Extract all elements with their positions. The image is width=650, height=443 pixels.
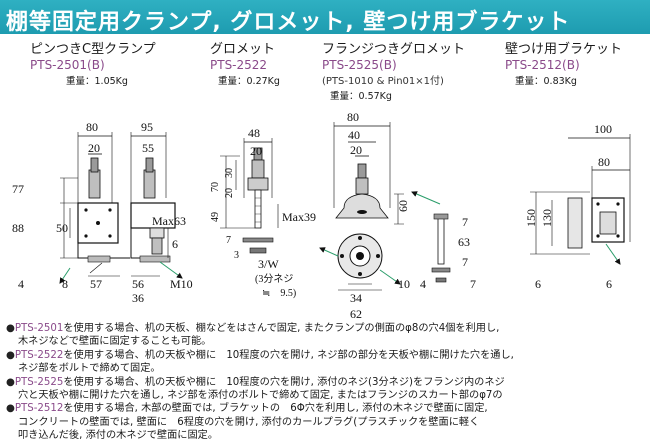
dim-label: 95: [141, 120, 153, 134]
note-code: PTS-2512: [14, 403, 64, 415]
product-name: グロメット: [210, 42, 276, 57]
dim-label: 10: [398, 277, 410, 291]
product-name: ピンつきC型クランプ: [30, 42, 156, 57]
product-header-clamp: ピンつきC型クランプ PTS-2501(B) 重量：1.05Kg: [30, 38, 156, 87]
product-weight: 重量：0.83Kg: [515, 76, 577, 87]
note-text: 叩き込んだ後, 添付の木ネジで壁面に固定。: [18, 430, 219, 442]
dim-label: 8: [62, 277, 68, 291]
note-line: 木ネジなどで壁面に固定することも可能。: [6, 335, 646, 348]
page-title: 棚等固定用クランプ, グロメット, 壁つけ用ブラケット: [6, 10, 571, 35]
dim-label: Max63: [152, 214, 186, 228]
dim-label: 63: [458, 235, 470, 249]
dim-label: 150: [524, 209, 538, 227]
dim-label: 20: [88, 141, 100, 155]
dim-label: 4: [18, 277, 24, 291]
dim-label: 6: [606, 277, 612, 291]
dim-label: 62: [350, 307, 362, 320]
note-text: 穴と天板や棚に開けた穴を通し, ネジ部を添付のボルトで締めて固定, またはフラン…: [18, 390, 503, 402]
product-code: PTS-2522: [210, 58, 268, 72]
dim-note: ≒ 9.5): [262, 288, 296, 299]
dim-label: 6: [172, 237, 178, 251]
dim-label: 80: [347, 110, 359, 124]
product-name: 壁つけ用ブラケット: [505, 42, 623, 57]
clamp-drawing: [59, 132, 183, 284]
note-line: 穴と天板や棚に開けた穴を通し, ネジ部を添付のボルトで締めて固定, またはフラン…: [6, 389, 646, 402]
product-weight: 重量：0.27Kg: [218, 76, 280, 87]
dim-label: 4: [420, 277, 426, 291]
dim-label: 50: [56, 221, 68, 235]
dim-label: 34: [350, 291, 362, 305]
dim-label: 55: [142, 141, 154, 155]
product-header-flange-grommet: フランジつきグロメット PTS-2525(B) (PTS-1010 & Pin0…: [322, 38, 465, 102]
dim-label: 3: [234, 250, 239, 261]
grommet-drawing: [220, 138, 279, 254]
dim-label: 80: [86, 120, 98, 134]
dim-label: 3/W: [258, 257, 279, 271]
flange-grommet-dimensions: 80 40 20 60 7 63 7 34 62 10 4 7: [347, 110, 476, 320]
note-text: 木ネジなどで壁面に固定することも可能。: [18, 336, 212, 348]
grommet-dimensions: 48 20 70 30 20 49 Max39 7 3 3/W (3分ネジ ≒ …: [210, 126, 316, 299]
dim-label: 36: [132, 291, 144, 305]
dim-label: 57: [90, 277, 102, 291]
dim-label: 80: [598, 155, 610, 169]
dim-label: 56: [132, 277, 144, 291]
dim-label: 7: [226, 235, 231, 246]
note-line: ●PTS-2501を使用する場合、机の天板、棚などをはさんで固定, またクランプ…: [6, 323, 500, 334]
note-text: を使用する場合, 木部の壁面では, ブラケットの 6Φ穴を利用し, 添付の木ネジ…: [63, 403, 488, 415]
note-code: PTS-2522: [14, 349, 64, 361]
product-weight: 重量：1.05Kg: [66, 76, 128, 87]
product-code: PTS-2501(B): [30, 58, 105, 72]
dim-label: M10: [170, 277, 193, 291]
dim-label: 20: [250, 144, 262, 158]
note-text: を使用する場合、机の天板や棚に 10程度の穴を開け, ネジ部の部分を天板や棚に開…: [63, 349, 514, 361]
dim-label: Max39: [282, 210, 316, 224]
product-header-bracket: 壁つけ用ブラケット PTS-2512(B) 重量：0.83Kg: [505, 38, 622, 87]
note-line: ネジ部をボルトで締めて固定。: [6, 362, 646, 375]
dim-label: 40: [348, 128, 360, 142]
dim-label: 7: [462, 215, 468, 229]
dim-label: 30: [224, 168, 235, 178]
clamp-dimensions: 80 20 95 55 77 88 50 Max63 6 4 8 57 56 3…: [12, 120, 193, 305]
note-code: PTS-2501: [14, 323, 64, 334]
dim-note: (3分ネジ: [255, 273, 293, 285]
note-line: 叩き込んだ後, 添付の木ネジで壁面に固定。: [6, 429, 646, 442]
dim-label: 130: [540, 209, 554, 227]
dim-label: 6: [535, 277, 541, 291]
flange-grommet-drawing: [319, 122, 451, 291]
bracket-drawing: [530, 134, 631, 265]
bracket-dimensions: 100 80 150 130 6 6: [524, 122, 612, 291]
dim-label: 20: [350, 143, 362, 157]
product-note: (PTS-1010 & Pin01×1付): [322, 76, 444, 87]
note-line: ●PTS-2512を使用する場合, 木部の壁面では, ブラケットの 6Φ穴を利用…: [6, 403, 488, 415]
note-line: ●PTS-2525を使用する場合、机の天板や棚に 10程度の穴を開け, 添付のネ…: [6, 376, 505, 388]
dim-label: 7: [470, 277, 476, 291]
dim-label: 48: [248, 126, 260, 140]
usage-notes: ●PTS-2501を使用する場合、机の天板、棚などをはさんで固定, またクランプ…: [6, 322, 646, 443]
product-header-grommet: グロメット PTS-2522 重量：0.27Kg: [210, 38, 280, 87]
note-text: を使用する場合、机の天板や棚に 10程度の穴を開け, 添付のネジ(3分ネジ)をフ…: [63, 376, 505, 388]
product-code: PTS-2512(B): [505, 58, 580, 72]
dim-label: 100: [594, 122, 612, 136]
dim-label: 20: [224, 188, 235, 198]
product-weight: 重量：0.57Kg: [330, 91, 392, 102]
dim-label: 77: [12, 182, 24, 196]
note-line: ●PTS-2522を使用する場合、机の天板や棚に 10程度の穴を開け, ネジ部の…: [6, 349, 514, 361]
dim-label: 88: [12, 221, 24, 235]
note-text: を使用する場合、机の天板、棚などをはさんで固定, またクランプの側面のφ8の穴4…: [63, 323, 500, 334]
dim-label: 70: [210, 182, 221, 192]
technical-drawings: 80 20 95 55 77 88 50 Max63 6 4 8 57 56 3…: [12, 110, 631, 320]
note-text: コンクリートの壁面では, 壁面に 6程度の穴を開け, 添付のカールプラグ(プラス…: [18, 416, 480, 428]
note-line: コンクリートの壁面では, 壁面に 6程度の穴を開け, 添付のカールプラグ(プラス…: [6, 416, 646, 429]
dim-label: 7: [462, 255, 468, 269]
dim-label: 60: [396, 200, 410, 212]
title-bar: 棚等固定用クランプ, グロメット, 壁つけ用ブラケット: [0, 0, 650, 35]
dim-label: 49: [210, 212, 221, 222]
note-code: PTS-2525: [14, 376, 64, 388]
product-code: PTS-2525(B): [322, 58, 397, 72]
product-name: フランジつきグロメット: [322, 42, 466, 57]
note-text: ネジ部をボルトで締めて固定。: [18, 363, 161, 375]
